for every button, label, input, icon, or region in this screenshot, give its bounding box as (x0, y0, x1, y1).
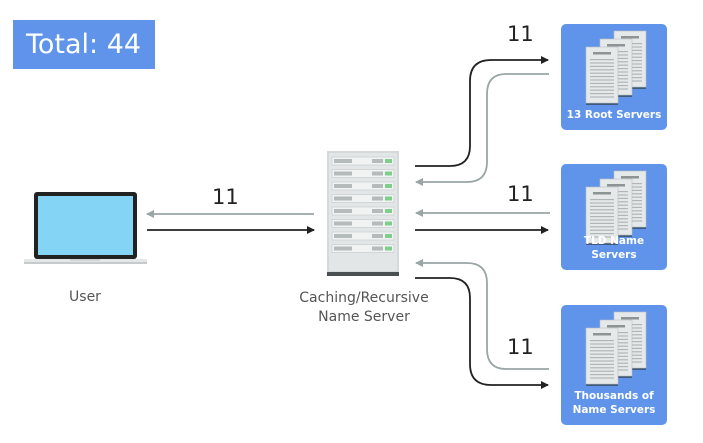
document-page (585, 327, 619, 386)
count-recursive-root: 11 (507, 22, 534, 46)
recursive-server-label: Caching/Recursive Name Server (284, 289, 444, 327)
authoritative-label-line1: Thousands of (574, 390, 654, 402)
rack-unit (331, 231, 395, 241)
root-servers-box: 13 Root Servers (561, 24, 667, 130)
count-recursive-authoritative: 11 (507, 335, 534, 359)
server-rack-icon (327, 151, 399, 276)
rack-unit (331, 244, 395, 253)
rack-unit (331, 181, 395, 191)
user-label: User (50, 288, 120, 307)
documents-stack-icon (585, 30, 647, 105)
recursive-label-line2: Name Server (318, 309, 410, 325)
documents-stack-icon (585, 170, 647, 245)
query-arrow-to-authoritative (415, 277, 549, 389)
count-user-recursive: 11 (212, 185, 239, 209)
user-label-text: User (69, 289, 101, 305)
tld-servers-box: TLD Name Servers (561, 164, 667, 270)
rack-unit (331, 169, 395, 178)
response-arrow-from-authoritative (415, 259, 549, 370)
tld-servers-label: TLD Name Servers (583, 235, 645, 261)
authoritative-servers-label: Thousands of Name Servers (561, 389, 667, 417)
document-page (585, 186, 619, 245)
rack-unit (331, 156, 395, 166)
rack-unit (331, 219, 395, 228)
authoritative-label-line2: Name Servers (572, 404, 656, 416)
rack-unit (331, 206, 395, 216)
total-badge: Total: 44 (13, 20, 155, 69)
count-recursive-tld: 11 (507, 182, 534, 206)
recursive-label-line1: Caching/Recursive (299, 290, 429, 306)
query-arrow-to-root (415, 56, 549, 167)
document-page (585, 46, 619, 105)
authoritative-servers-box: Thousands of Name Servers (561, 305, 667, 425)
documents-stack-icon (585, 311, 647, 386)
laptop-icon (24, 192, 147, 264)
rack-unit (331, 194, 395, 203)
total-label: Total: 44 (26, 29, 142, 60)
response-arrow-from-root (415, 73, 549, 186)
root-servers-label: 13 Root Servers (566, 109, 662, 121)
